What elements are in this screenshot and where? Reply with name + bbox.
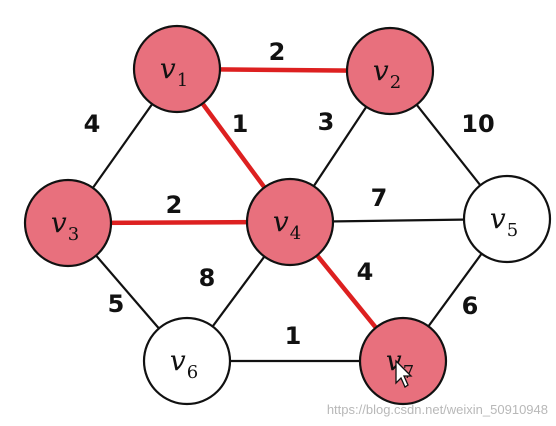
edge-weight-v3-v4: 2 — [166, 191, 183, 219]
node-label-v6: v6 — [170, 344, 198, 383]
nodes-layer: v1 v2 v3 v4 v5 v6 v7 — [23, 24, 552, 406]
edge-weight-v2-v4: 3 — [318, 108, 335, 136]
mouse-pointer-icon — [395, 359, 413, 388]
node-label-v2: v2 — [373, 54, 401, 93]
node-circle-v5 — [462, 174, 552, 264]
weights-layer: 2 4 1 3 10 2 5 7 8 4 6 1 — [84, 38, 495, 350]
edge-weight-v1-v4: 1 — [232, 110, 249, 138]
node-circle-v4 — [245, 177, 335, 267]
node-label-v5: v5 — [490, 202, 518, 241]
edge-weight-v6-v7: 1 — [285, 322, 302, 350]
node-circle-v1 — [132, 24, 222, 114]
cursor-layer — [395, 359, 413, 388]
node-v7: v7 — [358, 316, 448, 406]
edge-weight-v2-v5: 10 — [461, 110, 494, 138]
edge-weight-v4-v5: 7 — [371, 184, 388, 212]
edge-weight-v3-v6: 5 — [108, 290, 125, 318]
edge-weight-v4-v7: 4 — [357, 258, 374, 286]
node-label-v3: v3 — [51, 206, 79, 245]
edge-weight-v5-v7: 6 — [462, 292, 479, 320]
edge-weight-v4-v6: 8 — [199, 264, 216, 292]
watermark-text: https://blog.csdn.net/weixin_50910948 — [327, 402, 548, 417]
node-circle-v2 — [345, 26, 435, 116]
node-v2: v2 — [345, 26, 435, 116]
node-circle-v6 — [142, 316, 232, 406]
node-v1: v1 — [132, 24, 222, 114]
node-v3: v3 — [23, 178, 113, 268]
node-label-v1: v1 — [160, 52, 188, 91]
node-circle-v7 — [358, 316, 448, 406]
edge-weight-v1-v3: 4 — [84, 110, 101, 138]
node-v6: v6 — [142, 316, 232, 406]
node-circle-v3 — [23, 178, 113, 268]
node-v4: v4 — [245, 177, 335, 267]
node-label-v4: v4 — [273, 205, 301, 244]
edge-weight-v1-v2: 2 — [269, 38, 286, 66]
node-v5: v5 — [462, 174, 552, 264]
